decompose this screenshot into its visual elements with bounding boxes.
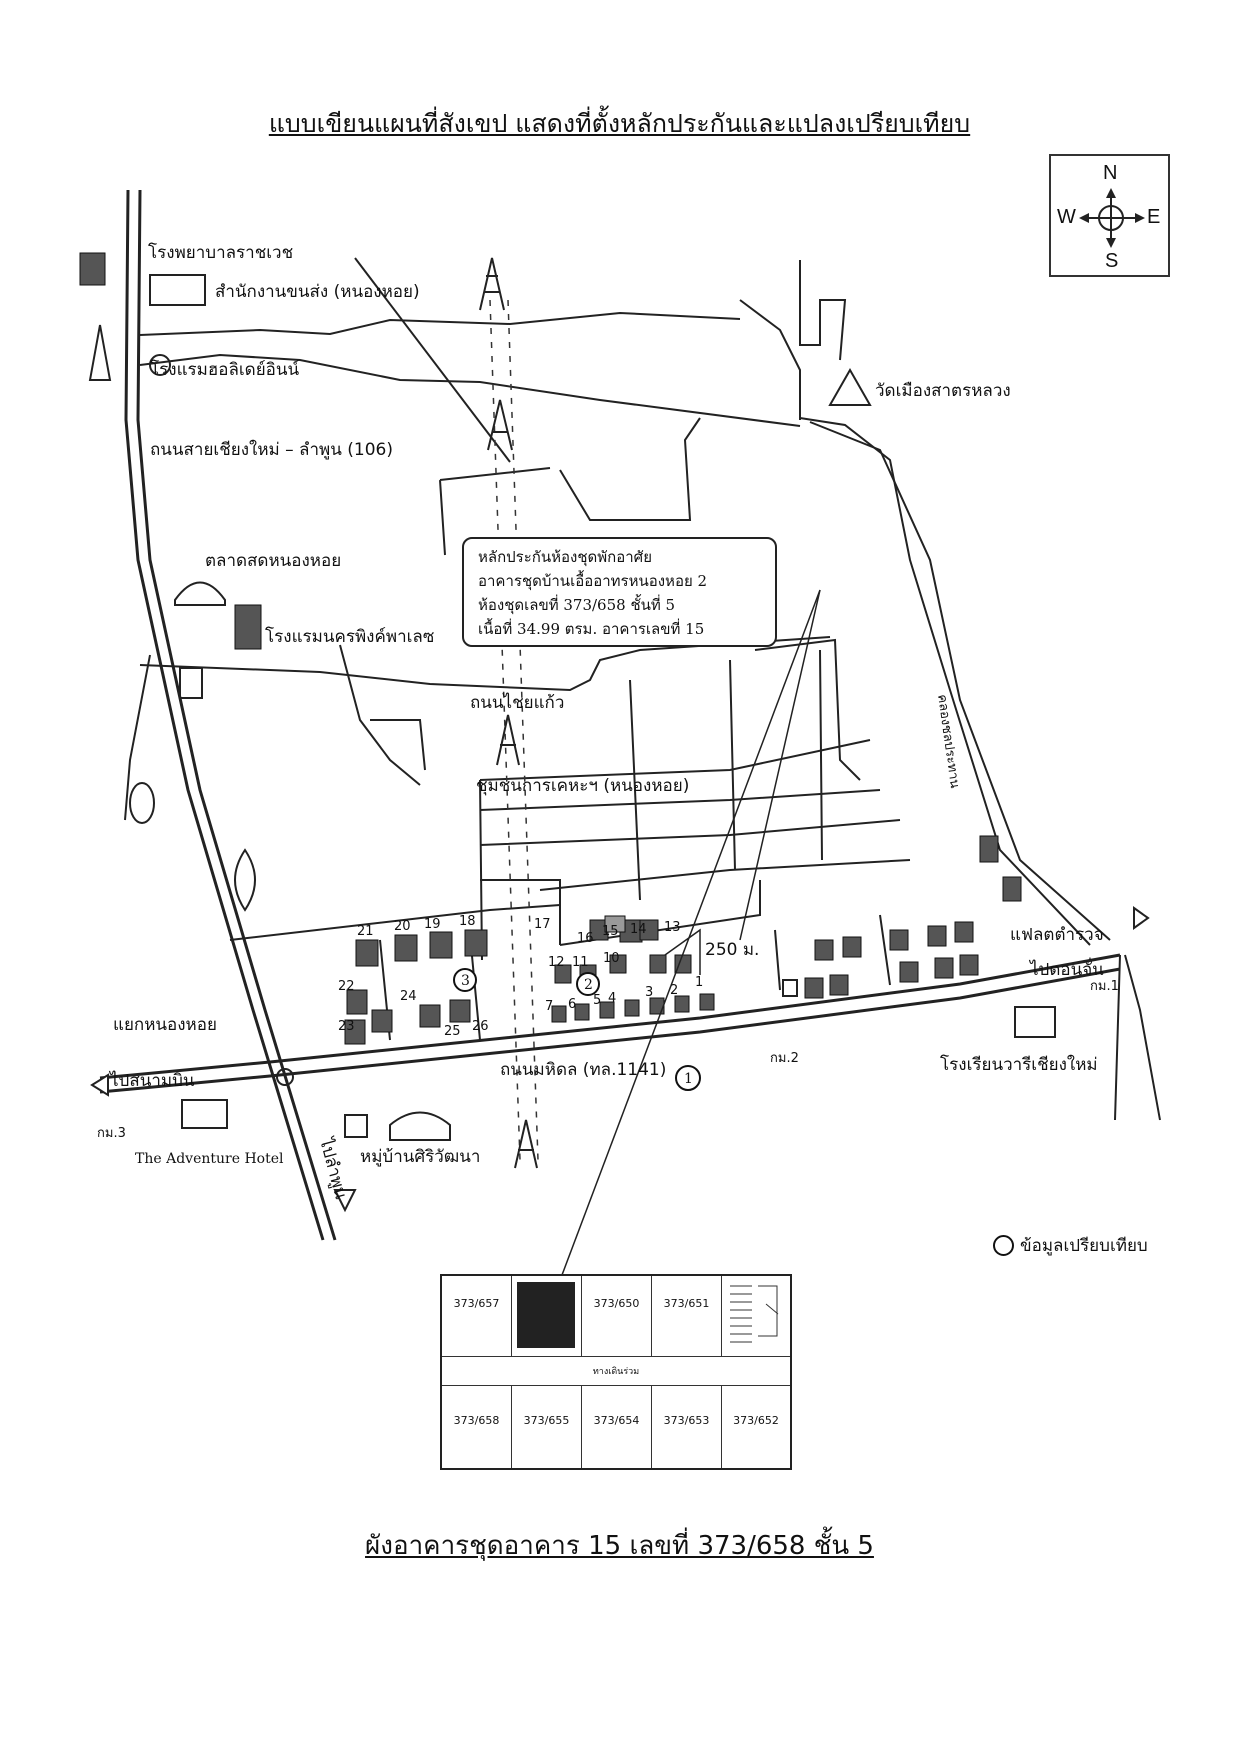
legend: ข้อมูลเปรียบเทียบ — [993, 1232, 1148, 1259]
arrow-donchan-icon — [1133, 906, 1150, 930]
bridge-icon — [129, 782, 155, 824]
building-number: 22 — [338, 979, 355, 994]
building-number: 20 — [394, 919, 411, 934]
label-to-donchan: ไปดอนจั่น — [1028, 957, 1104, 980]
temple-icon — [828, 367, 872, 406]
building-number: 13 — [664, 920, 681, 935]
floor-plan-title: ผังอาคารชุดอาคาร 15 เลขที่ 373/658 ชั้น … — [365, 1531, 874, 1561]
building-number: 23 — [338, 1019, 355, 1034]
callout-line-1: หลักประกันห้องชุดพักอาศัย — [478, 548, 652, 566]
unit-top-3: 373/650 — [582, 1276, 652, 1356]
label-km3: กม.3 — [97, 1126, 126, 1141]
building-number: 17 — [534, 917, 551, 932]
unit-bottom-2: 373/655 — [512, 1386, 582, 1468]
building-number: 14 — [630, 922, 647, 937]
building-number: 12 — [548, 955, 565, 970]
marker-3: 3 — [461, 973, 470, 989]
unit-subject — [512, 1276, 582, 1356]
building-number: 3 — [645, 985, 653, 1000]
label-chaikaew-road: ถนนไชยแก้ว — [470, 692, 564, 713]
label-adventure-hotel: The Adventure Hotel — [135, 1151, 284, 1167]
label-wat: วัดเมืองสาตรหลวง — [875, 381, 1011, 401]
legend-circle-icon — [993, 1235, 1014, 1256]
corridor: ทางเดินร่วม — [442, 1356, 790, 1386]
building-number: 5 — [593, 993, 601, 1008]
label-hotel-nakorn: โรงแรมนครพิงค์พาเลซ — [265, 626, 434, 647]
adventure-hotel-icon — [181, 1099, 228, 1129]
transport-office-icon — [149, 274, 206, 306]
unit-top-4: 373/651 — [652, 1276, 722, 1356]
building-number: 15 — [602, 924, 619, 939]
school-icon — [1014, 1006, 1056, 1038]
label-km2: กม.2 — [770, 1051, 799, 1066]
marker-1: 1 — [684, 1071, 693, 1087]
building-number: 18 — [459, 914, 476, 929]
building-number: 26 — [472, 1019, 489, 1034]
building-number: 16 — [577, 931, 594, 946]
label-holiday-inn: โรงแรมฮอลิเดย์อินน์ — [150, 359, 300, 380]
compass-west: W — [1057, 206, 1076, 228]
building-number: 7 — [545, 999, 553, 1014]
label-village: หมู่บ้านศิริวัฒนา — [360, 1147, 480, 1167]
building-number: 1 — [695, 975, 703, 990]
label-school: โรงเรียนวารีเชียงใหม่ — [940, 1054, 1098, 1075]
post-icon — [344, 1114, 368, 1138]
power-tower-icon — [479, 257, 538, 1169]
unit-bottom-4: 373/653 — [652, 1386, 722, 1468]
floor-plan: 373/657 373/650 373/651 ทางเดินร่วม 373/… — [440, 1274, 792, 1470]
compass-south: S — [1105, 250, 1119, 272]
marker-2: 2 — [584, 977, 593, 993]
building-number: 24 — [400, 989, 417, 1004]
label-community: ชุมชนการเคหะฯ (หนองหอย) — [476, 776, 689, 796]
unit-bottom-1: 373/658 — [442, 1386, 512, 1468]
label-highway-106: ถนนสายเชียงใหม่ – ลำพูน (106) — [150, 439, 393, 460]
shop-icon — [782, 979, 798, 997]
collateral-callout: หลักประกันห้องชุดพักอาศัย อาคารชุดบ้านเอ… — [462, 537, 777, 647]
compass-east: E — [1147, 206, 1161, 228]
label-police-flat: แฟลตตำรวจ — [1010, 925, 1104, 945]
convenience-store-icon — [179, 667, 203, 699]
fuel-icon — [234, 848, 256, 912]
compass-rose: N E S W — [1049, 154, 1170, 277]
tree-icon — [88, 324, 112, 381]
building-number: 11 — [572, 955, 589, 970]
label-hospital: โรงพยาบาลราชเวช — [148, 242, 293, 263]
page-title: แบบเขียนแผนที่สังเขป แสดงที่ตั้งหลักประก… — [268, 109, 971, 138]
building-number: 10 — [603, 951, 620, 966]
label-to-airport: ไปสนามบิน — [108, 1070, 195, 1091]
hotel-icon — [149, 354, 171, 376]
callout-line-3: ห้องชุดเลขที่ 373/658 ชั้นที่ 5 — [478, 596, 676, 614]
unit-bottom-3: 373/654 — [582, 1386, 652, 1468]
subject-unit-fill — [517, 1282, 575, 1348]
village-icon — [389, 1111, 451, 1141]
building-number: 21 — [357, 924, 374, 939]
unit-bottom-5: 373/652 — [733, 1414, 779, 1427]
legend-label: ข้อมูลเปรียบเทียบ — [1020, 1236, 1148, 1256]
label-km1: กม.1 — [1090, 979, 1119, 994]
building-number: 2 — [670, 983, 678, 998]
building-number: 4 — [608, 991, 616, 1006]
arrow-airport-icon — [90, 1073, 109, 1097]
compass-icon — [1079, 188, 1145, 248]
compass-north: N — [1103, 162, 1118, 184]
building-number: 19 — [424, 917, 441, 932]
label-transport-office: สำนักงานขนส่ง (หนองหอย) — [215, 282, 420, 302]
arrow-lamphun-icon — [333, 1189, 357, 1213]
stair-icon — [722, 1276, 790, 1356]
label-junction: แยกหนองหอย — [113, 1015, 217, 1035]
market-icon — [174, 581, 226, 606]
label-market: ตลาดสดหนองหอย — [205, 551, 341, 571]
callout-line-4: เนื้อที่ 34.99 ตรม. อาคารเลขที่ 15 — [478, 620, 705, 638]
building-number: 6 — [568, 997, 576, 1012]
junction-marker — [276, 1068, 294, 1086]
label-canal: คลองชลประทาน — [934, 693, 962, 789]
callout-line-2: อาคารชุดบ้านเอื้ออาทรหนองหอย 2 — [478, 572, 708, 590]
label-mahidol-road: ถนนมหิดล (ทล.1141) — [500, 1060, 666, 1080]
label-distance: 250 ม. — [705, 940, 759, 960]
unit-top-1: 373/657 — [442, 1276, 512, 1356]
building-number: 25 — [444, 1024, 461, 1039]
